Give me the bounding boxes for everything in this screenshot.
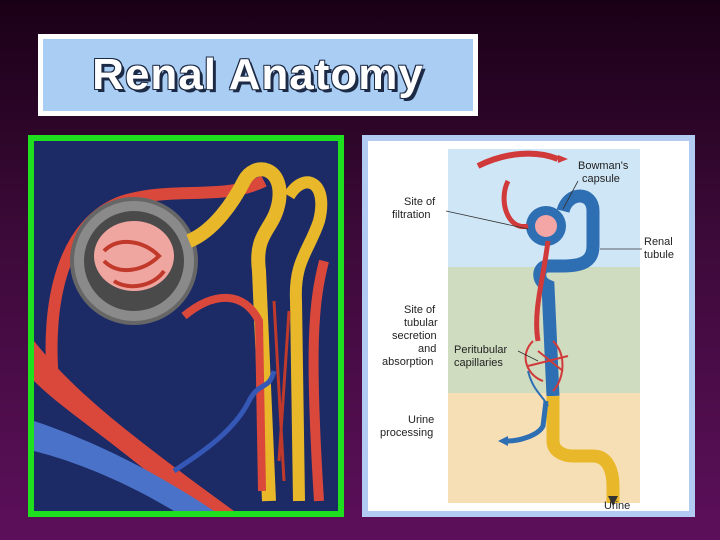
peritubular-vein [172,370,277,474]
leader-line [517,350,539,362]
artery-incoming [476,150,560,169]
efferent-arteriole [534,240,551,342]
leader-line [445,210,529,230]
peritubular-capillaries [524,340,569,392]
glomerular-loop [102,239,162,273]
page-title: Renal Anatomy [92,50,424,99]
leader-line [562,180,579,210]
peritubular-artery [181,293,266,492]
urine-arrow [608,496,618,506]
glomerulus [535,215,557,237]
label-peritubular-capillaries: Peritubular capillaries [454,344,510,369]
vein-arrow [498,436,508,446]
flow-arrow [558,155,568,163]
vein-outgoing [507,400,549,444]
afferent-arteriole [501,179,529,229]
glomerular-loop [112,269,166,289]
label-urine-processing: Urine processing [380,414,437,439]
tubule-urine-path [546,396,620,503]
nephron-illustration-frame [28,135,344,517]
label-renal-tubule: Renal tubule [644,236,676,261]
renal-tubule [186,162,287,502]
nephron-illustration [34,141,338,511]
nephron-diagram: Bowman's capsule Site of filtration Rena… [380,149,676,511]
title-box: Renal Anatomy [38,34,478,116]
label-site-filtration: Site of filtration [392,196,438,221]
collecting-duct [283,176,328,502]
nephron-diagram-frame: Bowman's capsule Site of filtration Rena… [362,135,695,517]
label-urine: Urine [604,500,630,511]
capillary-net [272,300,291,482]
vein-large [34,421,214,511]
efferent-vessel [308,259,329,502]
glomerulus [94,221,174,291]
label-site-secretion: Site of tubular secretion and absorption [382,304,441,368]
tubule-path [533,189,600,397]
label-bowmans-capsule: Bowman's capsule [578,160,631,185]
